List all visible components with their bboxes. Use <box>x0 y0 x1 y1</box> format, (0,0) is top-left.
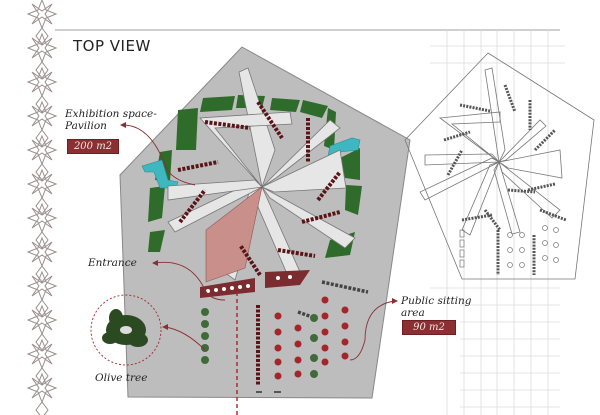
exhibition-area-badge: 200 m2 <box>67 139 119 154</box>
exhibition-label-line1: Exhibition space- <box>65 108 157 120</box>
exhibition-label-line2: Pavilion <box>65 120 107 132</box>
linework-seats <box>459 225 559 268</box>
page-title: TOP VIEW <box>73 37 151 55</box>
grid-background <box>430 30 565 415</box>
public-sitting-label: Public sitting area <box>401 295 472 319</box>
public-sitting-label-line1: Public sitting <box>401 295 472 307</box>
callout-arrows <box>122 124 396 361</box>
olive-tree-illustration <box>90 294 162 366</box>
site-plan-colored <box>119 46 411 415</box>
entrance-label: Entrance <box>88 257 137 269</box>
linework-benches <box>443 84 567 275</box>
public-sitting-area-badge: 90 m2 <box>402 320 456 335</box>
exhibition-label: Exhibition space- Pavilion <box>65 108 157 132</box>
olive-tree-label: Olive tree <box>95 372 148 384</box>
public-sitting-label-line2: area <box>401 307 425 319</box>
site-plan-linework <box>404 52 595 280</box>
